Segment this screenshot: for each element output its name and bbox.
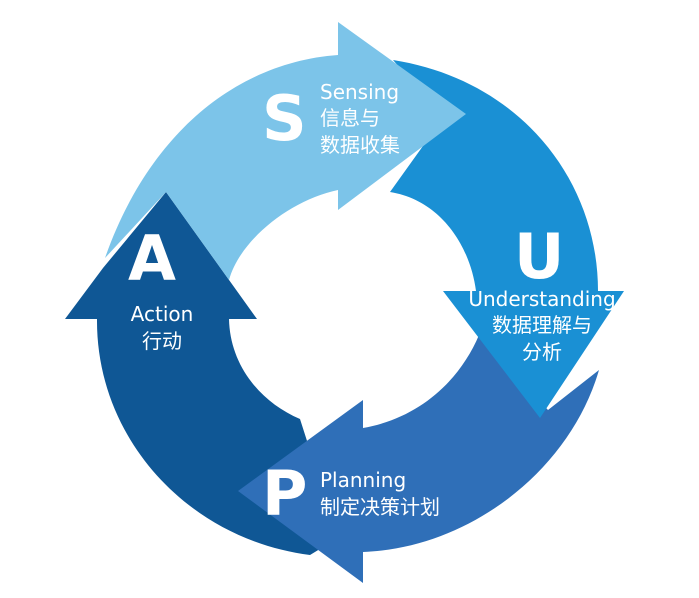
- planning-segment: [238, 335, 599, 583]
- understanding-title: Understanding: [468, 287, 616, 311]
- sensing-segment: [105, 22, 466, 280]
- planning-subtitle: 制定决策计划: [320, 495, 440, 519]
- action-title: Action: [130, 302, 194, 326]
- sensing-letter: S: [262, 82, 307, 155]
- understanding-subtitle-line2: 分析: [522, 340, 562, 364]
- planning-title: Planning: [320, 468, 407, 492]
- action-subtitle: 行动: [142, 329, 182, 353]
- sensing-subtitle-line1: 信息与: [320, 106, 380, 130]
- understanding-segment: [390, 60, 624, 418]
- action-segment: [65, 192, 338, 555]
- sensing-title: Sensing: [320, 80, 400, 104]
- sensing-subtitle-line2: 数据收集: [320, 133, 400, 157]
- action-letter: A: [128, 222, 176, 295]
- planning-letter: P: [262, 457, 308, 530]
- understanding-letter: U: [514, 220, 565, 293]
- understanding-subtitle-line1: 数据理解与: [492, 313, 592, 337]
